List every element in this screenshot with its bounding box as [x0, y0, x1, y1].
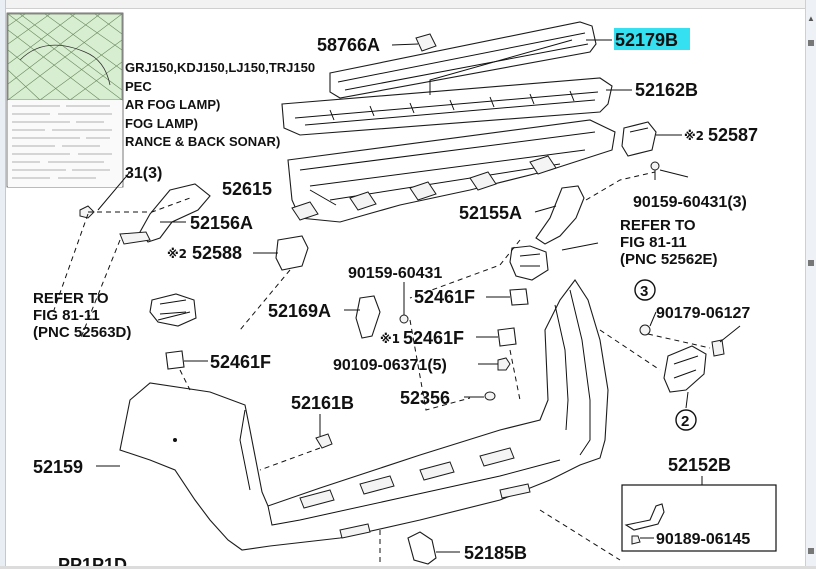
callout-circle-3[interactable] [634, 279, 656, 301]
window-top-bar [0, 0, 816, 9]
label-52169a[interactable]: 52169A [268, 301, 331, 321]
note-line: PEC [125, 79, 152, 94]
note-mark: ※2 [167, 247, 187, 261]
label-52587[interactable]: 52587 [708, 125, 758, 145]
label-90179-06127[interactable]: 90179-06127 [656, 305, 750, 322]
part-52461f-b-shape[interactable] [497, 327, 517, 347]
part-52356-shape[interactable] [484, 391, 496, 401]
label-partial-bottom: PP1P1D [58, 555, 127, 566]
refer-note-2[interactable]: FIG 81-11 [33, 307, 100, 324]
scrollbar-marker [808, 548, 814, 554]
label-90159-60431[interactable]: 90159-60431 [348, 265, 442, 282]
part-52169a-shape[interactable] [355, 295, 381, 339]
label-31-3[interactable]: 31(3) [125, 165, 162, 182]
label-highlight [614, 28, 690, 50]
note-mark: ※2 [684, 129, 704, 143]
scroll-up-arrow-icon[interactable]: ▲ [807, 14, 815, 23]
scrollbar-marker [808, 260, 814, 266]
part-52615-shape[interactable] [287, 119, 616, 223]
label-52461f[interactable]: 52461F [403, 328, 464, 348]
label-52152b[interactable]: 52152B [668, 455, 731, 475]
part-52461f-a-shape[interactable] [509, 288, 529, 306]
scrollbar-marker [808, 40, 814, 46]
label-52159[interactable]: 52159 [33, 457, 83, 477]
applicability-notes: GRJ150,KDJ150,LJ150,TRJ150 PEC AR FOG LA… [125, 60, 315, 149]
label-52155a[interactable]: 52155A [459, 203, 522, 223]
sensor-52562e-shape[interactable] [509, 245, 549, 281]
part-52156a-shape[interactable] [119, 183, 211, 245]
note-line: FOG LAMP) [125, 116, 198, 131]
label-52162b[interactable]: 52162B [635, 80, 698, 100]
label-52461f[interactable]: 52461F [210, 352, 271, 372]
part-58766a-shape[interactable] [415, 33, 437, 52]
inset-thumbnail[interactable] [6, 12, 124, 188]
label-58766a[interactable]: 58766A [317, 35, 380, 55]
leader-lines [96, 39, 741, 553]
window-bottom-bar [0, 566, 816, 569]
part-52461f-c-shape[interactable] [165, 350, 185, 370]
part-52185b-shape[interactable] [407, 531, 437, 565]
part-52159-bumper-shape[interactable] [119, 279, 609, 551]
label-52461f[interactable]: 52461F [414, 287, 475, 307]
note-line: RANCE & BACK SONAR) [125, 134, 280, 149]
label-52156a[interactable]: 52156A [190, 213, 253, 233]
dashed-lines [53, 171, 711, 566]
detail-box-52152b[interactable] [621, 484, 777, 552]
part-52179b-shape[interactable] [329, 21, 597, 99]
vertical-scrollbar[interactable]: ▲ [805, 0, 816, 569]
label-90189-06145[interactable]: 90189-06145 [656, 531, 750, 548]
label-52185b[interactable]: 52185B [464, 543, 527, 563]
note-mark: ※1 [380, 332, 400, 346]
part-52588-shape[interactable] [275, 235, 309, 271]
note-line: GRJ150,KDJ150,LJ150,TRJ150 [125, 60, 315, 75]
label-52179b[interactable]: 52179B [615, 30, 678, 50]
screw-90159-60431-shape[interactable] [399, 302, 409, 324]
refer-note-1[interactable]: REFER TO [620, 217, 696, 234]
refer-note-2[interactable]: (PNC 52563D) [33, 324, 131, 341]
part-52587-shape[interactable] [621, 121, 657, 157]
part-52162b-shape[interactable] [281, 77, 613, 136]
part-52161b-shape[interactable] [315, 433, 333, 449]
label-90159-60431-3[interactable]: 90159-60431(3) [633, 194, 747, 211]
screw-31-3-shape[interactable] [79, 205, 95, 219]
note-line: AR FOG LAMP) [125, 97, 220, 112]
fastener-circle3-shape[interactable] [639, 324, 651, 336]
label-52615[interactable]: 52615 [222, 179, 272, 199]
refer-note-1[interactable]: (PNC 52562E) [620, 251, 718, 268]
callout-circle-3-label[interactable]: 3 [640, 283, 648, 300]
label-52161b[interactable]: 52161B [291, 393, 354, 413]
label-52588[interactable]: 52588 [192, 243, 242, 263]
clip-90109-06371-5-shape[interactable] [497, 357, 511, 371]
label-90109-06371-5[interactable]: 90109-06371(5) [333, 357, 447, 374]
callout-circle-2[interactable] [675, 409, 697, 431]
callout-circle-2-label[interactable]: 2 [681, 413, 689, 430]
label-52356[interactable]: 52356 [400, 388, 450, 408]
part-52155a-shape[interactable] [535, 185, 585, 245]
refer-note-2[interactable]: REFER TO [33, 290, 109, 307]
screw-90159-60431-3-shape[interactable] [650, 161, 660, 180]
part-circle2-shape[interactable] [663, 345, 707, 393]
sensor-52563d-shape[interactable] [149, 293, 197, 327]
window-left-border [0, 0, 6, 569]
refer-note-1[interactable]: FIG 81-11 [620, 234, 687, 251]
clip-90179-06127-shape[interactable] [711, 339, 725, 357]
